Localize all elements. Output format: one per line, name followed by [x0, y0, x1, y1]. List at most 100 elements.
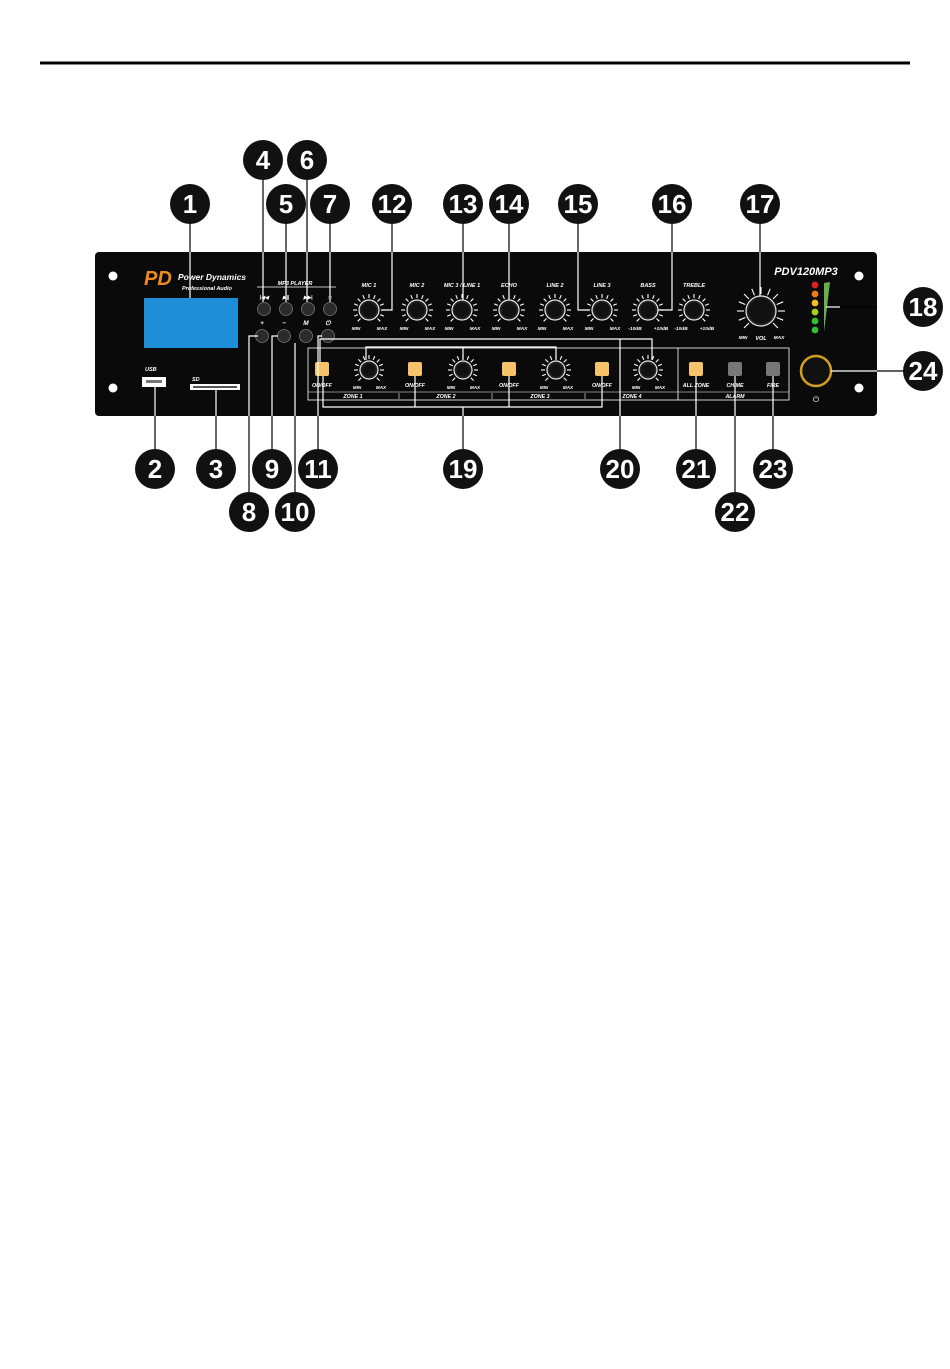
knob-tick: [455, 295, 458, 300]
knob-tick: [466, 355, 470, 361]
knob-tick: [405, 318, 409, 322]
knob-tick: [687, 295, 690, 300]
knob-tick: [379, 314, 384, 317]
zone-on-off-button[interactable]: [502, 362, 516, 376]
callout-circle: [903, 287, 943, 327]
channel-knob[interactable]: [446, 294, 478, 322]
knob-cap: [454, 302, 470, 318]
callout-circle: [740, 184, 780, 224]
channel-min-label: -10dB: [674, 326, 688, 332]
knob-tick: [378, 363, 384, 367]
zone-max-label: MAX: [563, 385, 574, 390]
leader-line: [577, 252, 590, 311]
channel-max-label: +10dB: [700, 326, 715, 332]
knob-tick: [610, 318, 614, 322]
knob-tick: [549, 355, 553, 361]
alarm-button[interactable]: [766, 362, 780, 376]
player-bottom-button[interactable]: [321, 329, 335, 343]
level-led: [811, 326, 819, 334]
callout-circle: [275, 492, 315, 532]
knob-tick: [738, 301, 746, 306]
knob-tick: [470, 318, 474, 322]
power-button[interactable]: [799, 354, 833, 388]
channel-label: BASS: [640, 283, 656, 289]
knob-tick: [637, 377, 641, 381]
zone-on-off-button[interactable]: [595, 362, 609, 376]
player-top-button[interactable]: [257, 302, 271, 316]
channel-knob[interactable]: [401, 294, 433, 322]
zone-min-label: MIN: [353, 385, 362, 390]
callout-circle: [372, 184, 412, 224]
knob-tick: [362, 355, 366, 361]
channel-max-label: MAX: [610, 326, 621, 332]
knob-tick: [497, 298, 501, 302]
knob-cap: [362, 363, 376, 377]
alarm-button[interactable]: [728, 362, 742, 376]
player-top-button[interactable]: [279, 302, 293, 316]
knob-tick: [494, 303, 499, 306]
channel-knob[interactable]: [632, 294, 664, 322]
zone-volume-knob[interactable]: [633, 355, 663, 381]
knob-cap: [641, 363, 655, 377]
knob-tick: [559, 295, 562, 300]
knob-tick: [447, 303, 452, 306]
knob-tick: [595, 295, 598, 300]
knob-tick: [358, 377, 362, 381]
knob-tick: [587, 303, 592, 306]
knob-tick: [377, 298, 381, 302]
knob-tick: [606, 295, 609, 300]
player-top-button[interactable]: [323, 302, 337, 316]
channel-knob[interactable]: [539, 294, 571, 322]
knob-tick: [519, 303, 524, 306]
callout-circle: [676, 449, 716, 489]
callout-circle: [903, 351, 943, 391]
player-bottom-button[interactable]: [277, 329, 291, 343]
player-top-button[interactable]: [301, 302, 315, 316]
knob-tick: [372, 355, 376, 361]
zone-min-label: MIN: [540, 385, 549, 390]
zone-min-label: MIN: [447, 385, 456, 390]
knob-tick: [376, 359, 380, 363]
knob-tick: [540, 303, 545, 306]
callout-number: 7: [323, 189, 337, 219]
knob-tick: [652, 295, 655, 300]
callout-number: 14: [495, 189, 524, 219]
zone-label: ZONE 3: [529, 394, 549, 400]
zone-volume-knob[interactable]: [354, 355, 384, 381]
zone-on-off-button[interactable]: [315, 362, 329, 376]
knob-tick: [776, 301, 784, 306]
master-volume-knob[interactable]: [737, 287, 785, 329]
player-bottom-button[interactable]: [299, 329, 313, 343]
zone-on-off-button[interactable]: [408, 362, 422, 376]
knob-tick: [702, 298, 706, 302]
knob-tick: [450, 298, 454, 302]
zone-max-label: MAX: [655, 385, 666, 390]
callout-circle: [135, 449, 175, 489]
channel-knob[interactable]: [353, 294, 385, 322]
brand-name: Power Dynamics: [178, 272, 246, 282]
knob-tick: [563, 359, 567, 363]
knob-tick: [655, 359, 659, 363]
channel-max-label: MAX: [377, 326, 388, 332]
brand-tagline: Professional Audio: [182, 286, 233, 292]
knob-cap: [640, 302, 656, 318]
knob-cap: [594, 302, 610, 318]
channel-knob[interactable]: [493, 294, 525, 322]
callout-number: 1: [183, 189, 197, 219]
channel-min-label: MIN: [400, 326, 409, 332]
channel-max-label: MAX: [563, 326, 574, 332]
model-name: PDV120MP3: [774, 266, 838, 278]
level-led: [811, 281, 819, 289]
knob-tick: [427, 303, 432, 306]
level-led: [811, 317, 819, 325]
knob-tick: [379, 303, 384, 306]
knob-tick: [541, 363, 547, 367]
channel-label: LINE 3: [593, 283, 610, 289]
knob-tick: [543, 318, 547, 322]
channel-knob[interactable]: [586, 294, 618, 322]
channel-knob[interactable]: [678, 294, 710, 322]
alarm-button[interactable]: [689, 362, 703, 376]
player-bottom-button-label: M: [303, 320, 309, 327]
channel-min-label: MIN: [538, 326, 547, 332]
mount-hole: [108, 271, 118, 281]
